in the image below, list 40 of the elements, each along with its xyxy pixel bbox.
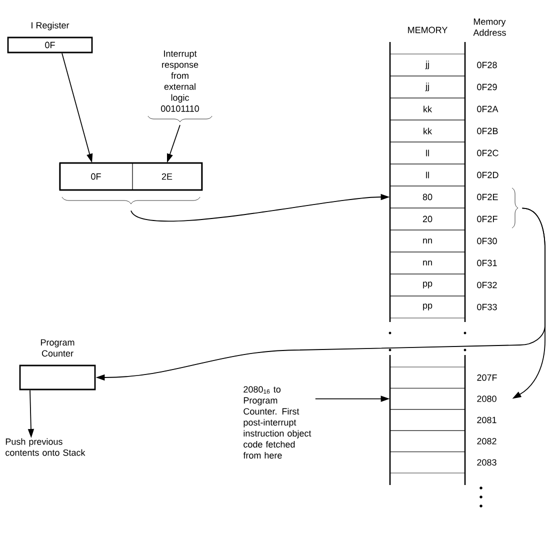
memory-cell: ll <box>390 164 466 186</box>
memory-cell: ll <box>390 142 466 164</box>
address-text: 0F2B <box>477 128 498 134</box>
address-text: 0F2C <box>477 150 498 156</box>
address-text: 0F28 <box>477 62 497 68</box>
register-pair-box <box>59 162 203 191</box>
note-text: Push previous contents onto Stack <box>6 438 86 456</box>
memory-cell: pp <box>390 296 466 318</box>
address-text: 0F29 <box>477 84 497 90</box>
address-text: 2081 <box>477 416 496 424</box>
address-text: 207F <box>477 374 497 381</box>
register-cell: 0F <box>59 162 133 190</box>
memory-cell: jj <box>390 54 466 76</box>
address-text: 0F33 <box>477 304 497 310</box>
memory-cell: kk <box>390 120 466 142</box>
address-text: 0F2E <box>477 194 498 200</box>
register-cell: 2E <box>132 162 202 190</box>
memory-cell: jj <box>390 76 466 98</box>
address-text: 0F30 <box>477 238 497 244</box>
register-heading: I Register <box>32 22 70 30</box>
address-text: 0F31 <box>477 260 497 266</box>
address-text: 0F2D <box>477 172 498 178</box>
note-text: 2080$_{16}$ to Program Counter. First post-interrupt instruction object code fetched from here <box>243 386 312 459</box>
memory-cell: nn <box>390 252 466 274</box>
address-text: 2082 <box>477 438 496 444</box>
memory-cell: 20 <box>390 208 466 230</box>
counter-heading: Program Counter <box>40 339 74 357</box>
memory-cell: kk <box>390 98 466 120</box>
address-text: 2080 <box>477 396 496 402</box>
address-text: 0F32 <box>477 282 497 288</box>
register-box: 0F <box>7 36 93 54</box>
address-text: 0F2F <box>477 216 498 222</box>
input-text: Interrupt response from external logic 00101110 <box>161 50 199 112</box>
memory-cell: nn <box>390 230 466 252</box>
address-text: 0F2A <box>477 106 498 112</box>
column-heading: MEMORY <box>408 26 448 34</box>
memory-cell: pp <box>390 274 466 296</box>
address-text: 2083 <box>477 459 496 466</box>
memory-cell: 80 <box>390 186 466 208</box>
column-heading: Memory Address <box>473 18 506 36</box>
